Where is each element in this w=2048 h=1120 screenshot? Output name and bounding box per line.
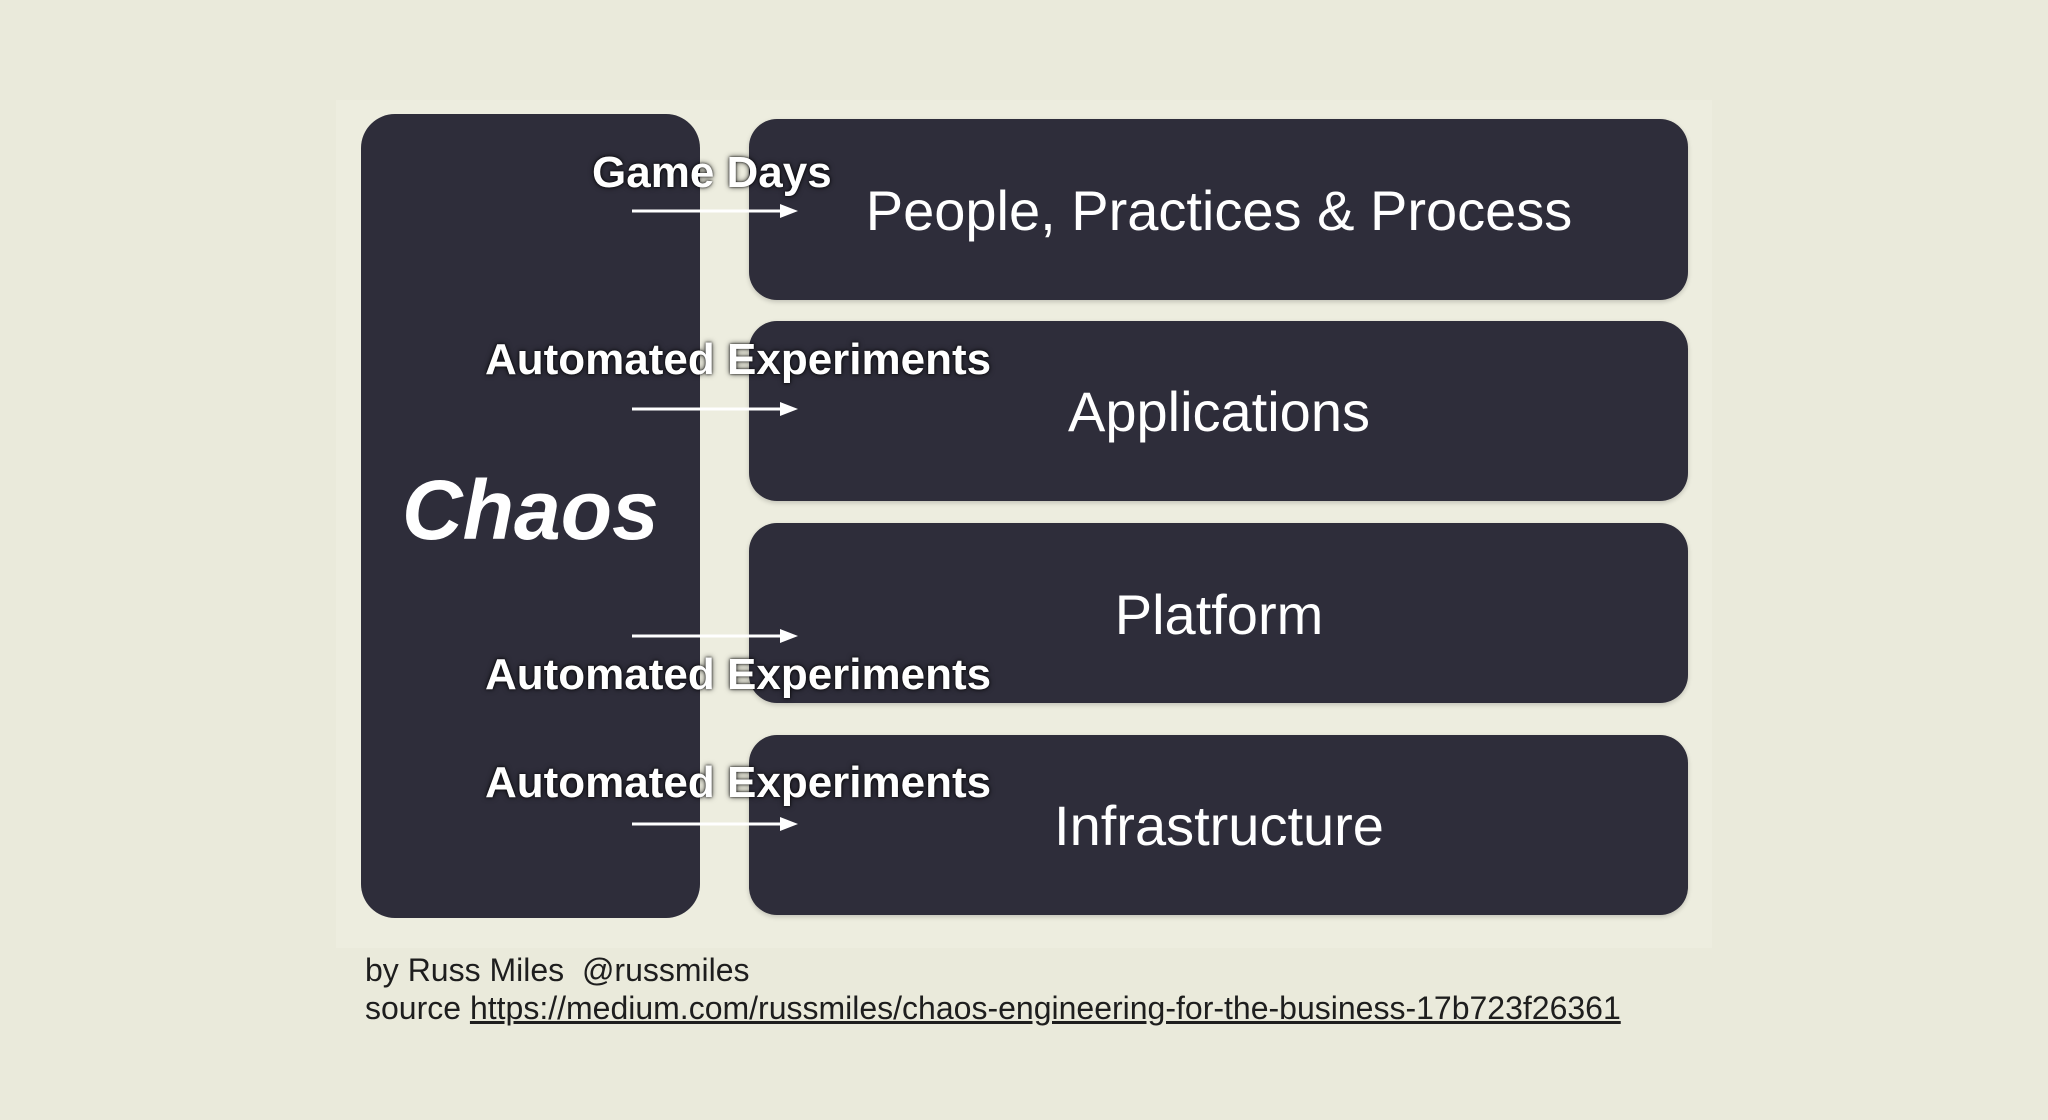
flow-label-game-days: Game Days [592,148,832,197]
flow-label-automated-experiments-platform: Automated Experiments [485,650,992,699]
author-credit: by Russ Miles @russmiles [365,952,750,988]
layer-platform [749,523,1688,703]
source-link[interactable]: https://medium.com/russmiles/chaos-engin… [469,990,1621,1026]
layer-infrastructure [749,735,1688,915]
chaos-box [361,114,700,918]
layer-people-practices-process [749,119,1688,300]
arrow-right-icon [632,402,798,416]
source-credit: source https://medium.com/russmiles/chao… [365,992,1621,1024]
layer-label-infrastructure: Infrastructure [1054,794,1384,857]
arrow-right-icon [632,817,798,831]
flow-label-automated-experiments-infrastructure: Automated Experiments [485,758,992,807]
layer-label-applications: Applications [1068,380,1370,443]
chaos-label: Chaos [402,463,659,557]
layer-label-people: People, Practices & Process [865,179,1573,242]
arrow-right-icon [632,629,798,643]
source-prefix: source [365,990,462,1026]
layer-label-platform: Platform [1114,583,1324,646]
flow-label-automated-experiments-applications: Automated Experiments [485,335,992,384]
layer-applications [749,321,1688,501]
arrow-right-icon [632,204,798,218]
